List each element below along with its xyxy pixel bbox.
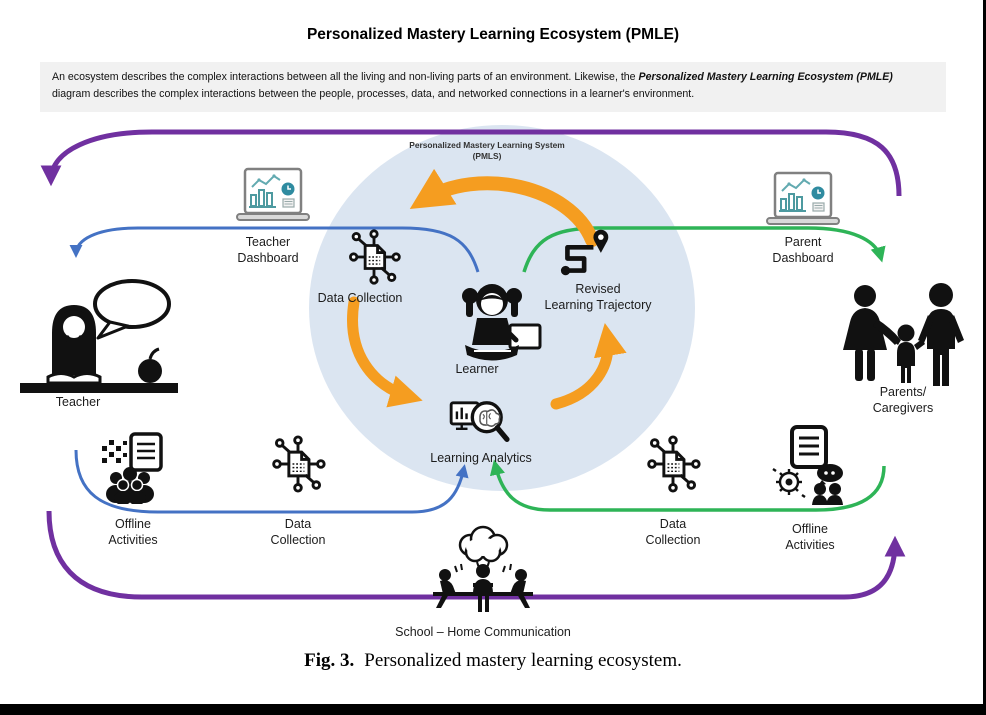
figure-number: Fig. 3. xyxy=(304,650,355,671)
label-data-collection-left: Data Collection xyxy=(270,517,326,548)
blue-data-return-line xyxy=(74,449,469,514)
right-border xyxy=(983,0,986,715)
parents-caregivers-icon xyxy=(843,283,964,386)
learning-analytics-icon xyxy=(449,401,510,442)
revised-trajectory-icon xyxy=(560,229,609,276)
bottom-black-bar xyxy=(0,704,986,715)
label-pmls-system: Personalized Mastery Learning System (PM… xyxy=(409,140,565,162)
green-data-return-line xyxy=(489,459,886,512)
figure-caption: Fig. 3. Personalized mastery learning eco… xyxy=(0,650,986,672)
label-learner: Learner xyxy=(455,362,499,376)
data-collection-left-icon xyxy=(272,435,326,493)
label-school-home-communication: School – Home Communication xyxy=(395,625,571,639)
teacher-dashboard-laptop-icon xyxy=(236,167,310,221)
label-data-collection-right: Data Collection xyxy=(645,517,701,548)
ecosystem-definition-note: An ecosystem describes the complex inter… xyxy=(40,62,946,112)
label-teacher: Teacher xyxy=(55,395,101,409)
figure-caption-text: Personalized mastery learning ecosystem. xyxy=(364,650,682,671)
label-parents-caregivers: Parents/ Caregivers xyxy=(872,385,934,416)
label-data-collection-center: Data Collection xyxy=(317,291,403,305)
orange-cycle-arrow-right xyxy=(550,322,627,410)
data-collection-right-icon xyxy=(647,435,701,493)
diagram-title: Personalized Mastery Learning Ecosystem … xyxy=(306,26,680,43)
orange-cycle-arrow-top xyxy=(409,168,599,247)
blue-teacher-dashboard-line xyxy=(69,226,480,273)
orange-cycle-arrow-left xyxy=(347,296,423,408)
label-parent-dashboard: Parent Dashboard xyxy=(772,235,834,266)
note-text-1: An ecosystem describes the complex inter… xyxy=(52,71,639,83)
label-offline-activities-left: Offline Activities xyxy=(108,517,158,548)
note-highlight: Personalized Mastery Learning Ecosystem … xyxy=(638,71,893,83)
learner-icon xyxy=(462,284,542,361)
school-home-communication-icon xyxy=(433,525,533,612)
data-collection-center-icon xyxy=(349,229,401,285)
offline-activities-left-icon xyxy=(102,432,163,504)
note-text-2: diagram describes the complex interactio… xyxy=(52,87,695,100)
label-revised-trajectory: Revised Learning Trajectory xyxy=(544,282,652,313)
label-teacher-dashboard: Teacher Dashboard xyxy=(237,235,299,266)
label-learning-analytics: Learning Analytics xyxy=(430,451,532,465)
purple-top-flow-line xyxy=(40,129,902,197)
purple-bottom-flow-line xyxy=(46,510,906,600)
green-parent-dashboard-line xyxy=(522,226,886,273)
teacher-icon xyxy=(20,279,178,393)
offline-activities-right-icon xyxy=(772,425,843,505)
label-offline-activities-right: Offline Activities xyxy=(785,522,835,553)
parent-dashboard-laptop-icon xyxy=(766,171,840,225)
